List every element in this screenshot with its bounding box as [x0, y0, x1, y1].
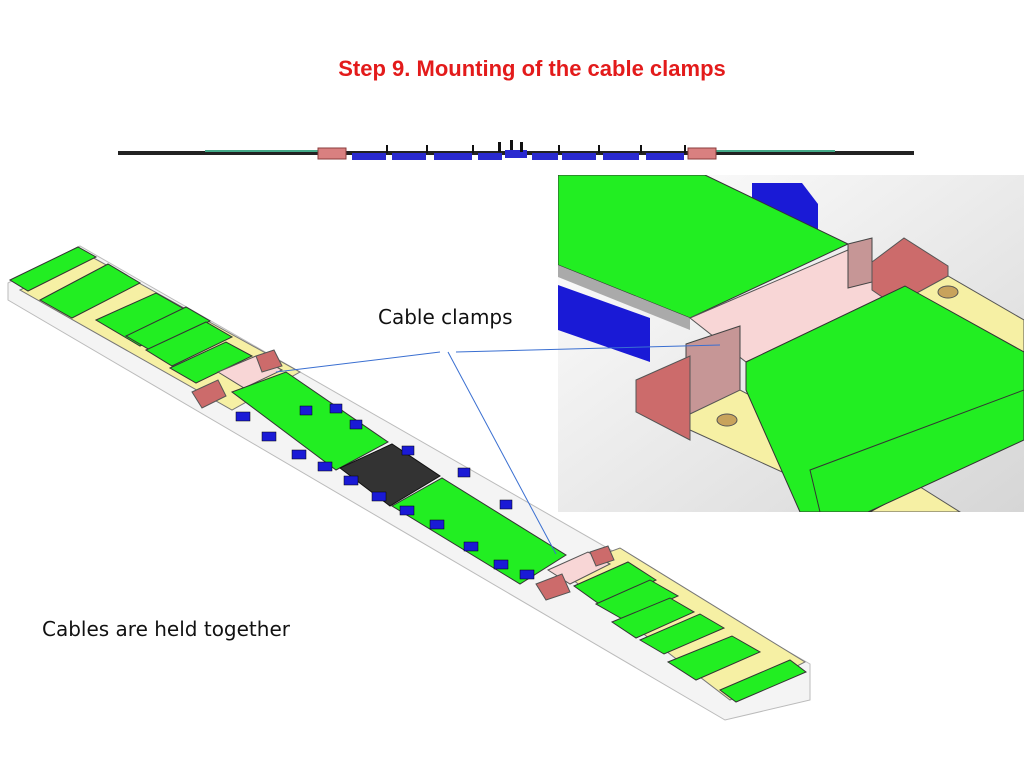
detail-screw-hole-front [716, 413, 738, 427]
blue-connectors [235, 403, 535, 580]
leader-line-left-clamp [275, 351, 441, 373]
side-view-connectors [352, 150, 684, 160]
cable-clamps-label: Cable clamps [378, 305, 513, 329]
detail-cable-lower-overlay [809, 389, 1024, 512]
cable-strips-left [8, 246, 254, 384]
detail-cable-upper-edge [558, 265, 690, 330]
side-view-clamp-right [687, 147, 717, 160]
clamp-bracket-right-top [589, 545, 615, 567]
side-view-cable-right [715, 150, 835, 152]
detail-cable-upper [558, 175, 850, 319]
side-view-pins [386, 140, 686, 153]
side-view-clamp-left [317, 147, 347, 160]
leader-line-detail [455, 344, 721, 353]
caption-text: Cables are held together [42, 617, 290, 641]
cable-strip-center-left [230, 371, 389, 471]
leader-line-right-clamp [447, 351, 557, 555]
clamp-bracket-right [535, 573, 571, 601]
detail-screw-hole-right [937, 285, 959, 299]
cable-strips-right [572, 561, 807, 703]
cable-strip-center-right [391, 477, 567, 585]
detail-bracket-front [635, 355, 691, 441]
slide-title: Step 9. Mounting of the cable clamps [338, 56, 726, 81]
clamp-bracket-left [191, 379, 227, 409]
clamp-bracket-left-top [255, 349, 283, 373]
side-view-cable-left [205, 150, 325, 152]
detail-blue-block-left [558, 285, 650, 362]
